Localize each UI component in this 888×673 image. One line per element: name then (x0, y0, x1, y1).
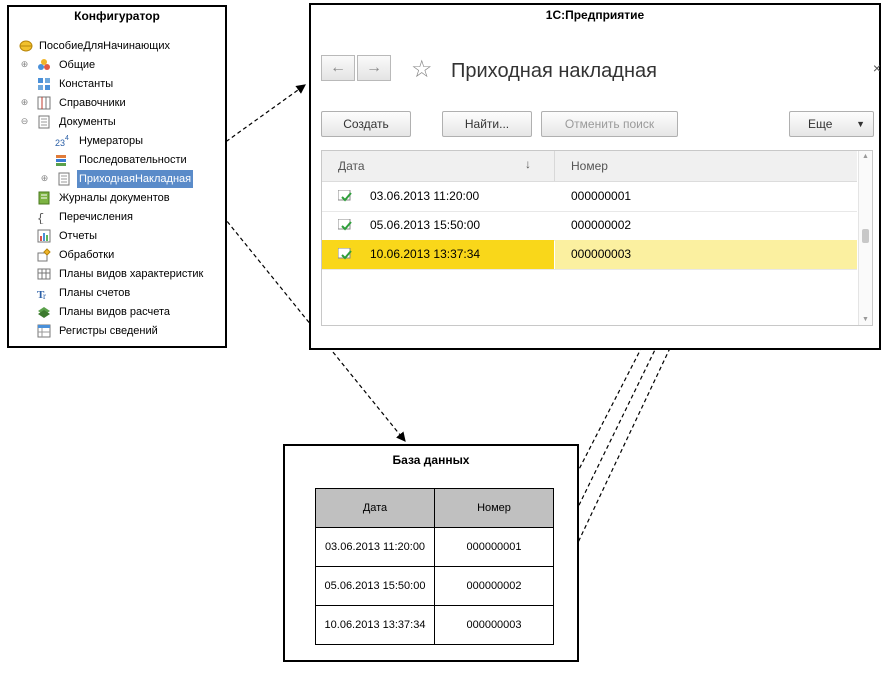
db-cell-date: 05.06.2013 15:50:00 (315, 566, 435, 606)
expand-icon[interactable]: ⊕ (40, 173, 49, 183)
cell-date: 05.06.2013 15:50:00 (370, 218, 481, 232)
tree-item-label: ПриходнаяНакладная (77, 170, 194, 188)
forward-button[interactable]: → (357, 55, 391, 81)
scroll-down-icon[interactable]: ▼ (862, 316, 869, 323)
expand-icon[interactable]: ⊕ (20, 59, 29, 69)
window-title: 1С:Предприятие (545, 8, 645, 22)
catalogs-icon (37, 96, 51, 110)
collapse-icon[interactable]: ⊖ (20, 116, 29, 126)
vertical-scrollbar[interactable]: ▲ ▼ (858, 151, 872, 325)
table-row[interactable]: 05.06.2013 15:50:00 000000002 (322, 211, 857, 241)
characteristics-icon (37, 267, 51, 281)
documents-icon (37, 115, 51, 129)
tree-item-label: Справочники (59, 97, 126, 109)
svg-text:{ }: { } (37, 212, 51, 224)
tree-item-label: Журналы документов (59, 192, 170, 204)
cell-date: 10.06.2013 13:37:34 (370, 247, 481, 261)
tree-item-label: Обработки (59, 249, 115, 261)
svg-text:4: 4 (65, 135, 69, 142)
tree-item-label: Документы (59, 116, 116, 128)
common-icon (37, 58, 51, 72)
database-title: База данных (392, 453, 470, 467)
configurator-panel: Конфигуратор ПособиеДляНачинающих ⊕ Общи… (7, 5, 227, 348)
configurator-title: Конфигуратор (74, 9, 160, 23)
db-row: 05.06.2013 15:50:00 000000002 (315, 566, 554, 606)
tree-item-label: Общие (59, 59, 96, 71)
column-divider (554, 151, 555, 181)
db-header-row: Дата Номер (315, 488, 554, 528)
svg-text:r: r (43, 291, 46, 300)
calculation-icon (37, 305, 51, 319)
enums-icon: { } (37, 210, 59, 226)
table-row[interactable]: 03.06.2013 11:20:00 000000001 (322, 182, 857, 212)
registers-icon (37, 324, 51, 338)
reports-icon (37, 229, 51, 243)
dropdown-arrow-icon: ▼ (856, 119, 865, 129)
database-table: Дата Номер 03.06.2013 11:20:00 000000001… (315, 488, 554, 645)
scrollbar-thumb[interactable] (862, 229, 869, 243)
posted-document-icon (337, 189, 352, 202)
tree-item-label: Планы видов расчета (59, 306, 171, 318)
form-title: Приходная накладная (451, 60, 657, 82)
tree-item-label: ПособиеДляНачинающих (39, 40, 170, 52)
cell-number: 000000001 (571, 189, 632, 203)
scroll-up-icon[interactable]: ▲ (862, 153, 869, 160)
tree-item-label: Последовательности (79, 154, 187, 166)
selected-row-bg (555, 240, 857, 269)
db-row: 03.06.2013 11:20:00 000000001 (315, 527, 554, 567)
svg-text:2: 2 (55, 138, 60, 148)
db-cell-date: 10.06.2013 13:37:34 (315, 605, 435, 645)
more-button-label: Еще (808, 117, 833, 131)
sort-arrow-icon: ↓ (525, 157, 531, 171)
db-cell-date: 03.06.2013 11:20:00 (315, 527, 435, 567)
arrow-right-icon: → (366, 59, 382, 76)
table-row-selected[interactable]: 10.06.2013 13:37:34 000000003 (322, 240, 857, 270)
create-button[interactable]: Создать (321, 111, 411, 137)
tree-item-label: Перечисления (59, 211, 133, 223)
find-button[interactable]: Найти... (442, 111, 532, 137)
tree-item-label: Отчеты (59, 230, 98, 242)
expand-icon[interactable]: ⊕ (20, 97, 29, 107)
documents-list[interactable]: Дата ↓ Номер 03.06.2013 11:20:00 0000000… (321, 150, 873, 326)
database-panel: База данных Дата Номер 03.06.2013 11:20:… (283, 444, 579, 662)
config-root-icon (19, 39, 33, 53)
posted-document-icon (337, 247, 352, 260)
constants-icon (37, 77, 51, 91)
selected-cell-bg (322, 240, 554, 269)
db-cell-number: 000000001 (434, 527, 554, 567)
cancel-search-button[interactable]: Отменить поиск (541, 111, 678, 137)
tree-item-label: Нумераторы (79, 135, 144, 147)
tree-item-label: Планы счетов (59, 287, 131, 299)
cell-date: 03.06.2013 11:20:00 (370, 189, 480, 203)
db-row: 10.06.2013 13:37:34 000000003 (315, 605, 554, 645)
column-header-number[interactable]: Номер (571, 159, 608, 173)
back-button[interactable]: ← (321, 55, 355, 81)
cell-number: 000000002 (571, 218, 632, 232)
tree-item-label: Регистры сведений (59, 325, 158, 337)
processing-icon (37, 248, 51, 262)
column-header-date[interactable]: Дата (338, 159, 365, 173)
arrow-left-icon: ← (330, 59, 346, 76)
posted-document-icon (337, 218, 352, 231)
db-column-date: Дата (315, 488, 435, 528)
db-cell-number: 000000002 (434, 566, 554, 606)
sequences-icon (55, 153, 69, 167)
svg-text:3: 3 (60, 138, 65, 148)
db-cell-number: 000000003 (434, 605, 554, 645)
list-header: Дата ↓ Номер (322, 151, 857, 182)
document-icon (57, 172, 71, 186)
svg-text:T: T (37, 289, 45, 300)
star-icon[interactable]: ☆ (411, 56, 433, 83)
db-column-number: Номер (434, 488, 554, 528)
enterprise-window: 1С:Предприятие × ← → ☆ Приходная накладн… (309, 3, 881, 350)
more-button[interactable]: Еще ▼ (789, 111, 874, 137)
close-button[interactable]: × (872, 60, 881, 76)
tree-item-label: Константы (59, 78, 114, 90)
journals-icon (37, 191, 51, 205)
cell-number: 000000003 (571, 247, 632, 261)
tree-item-label: Планы видов характеристик (59, 268, 204, 280)
